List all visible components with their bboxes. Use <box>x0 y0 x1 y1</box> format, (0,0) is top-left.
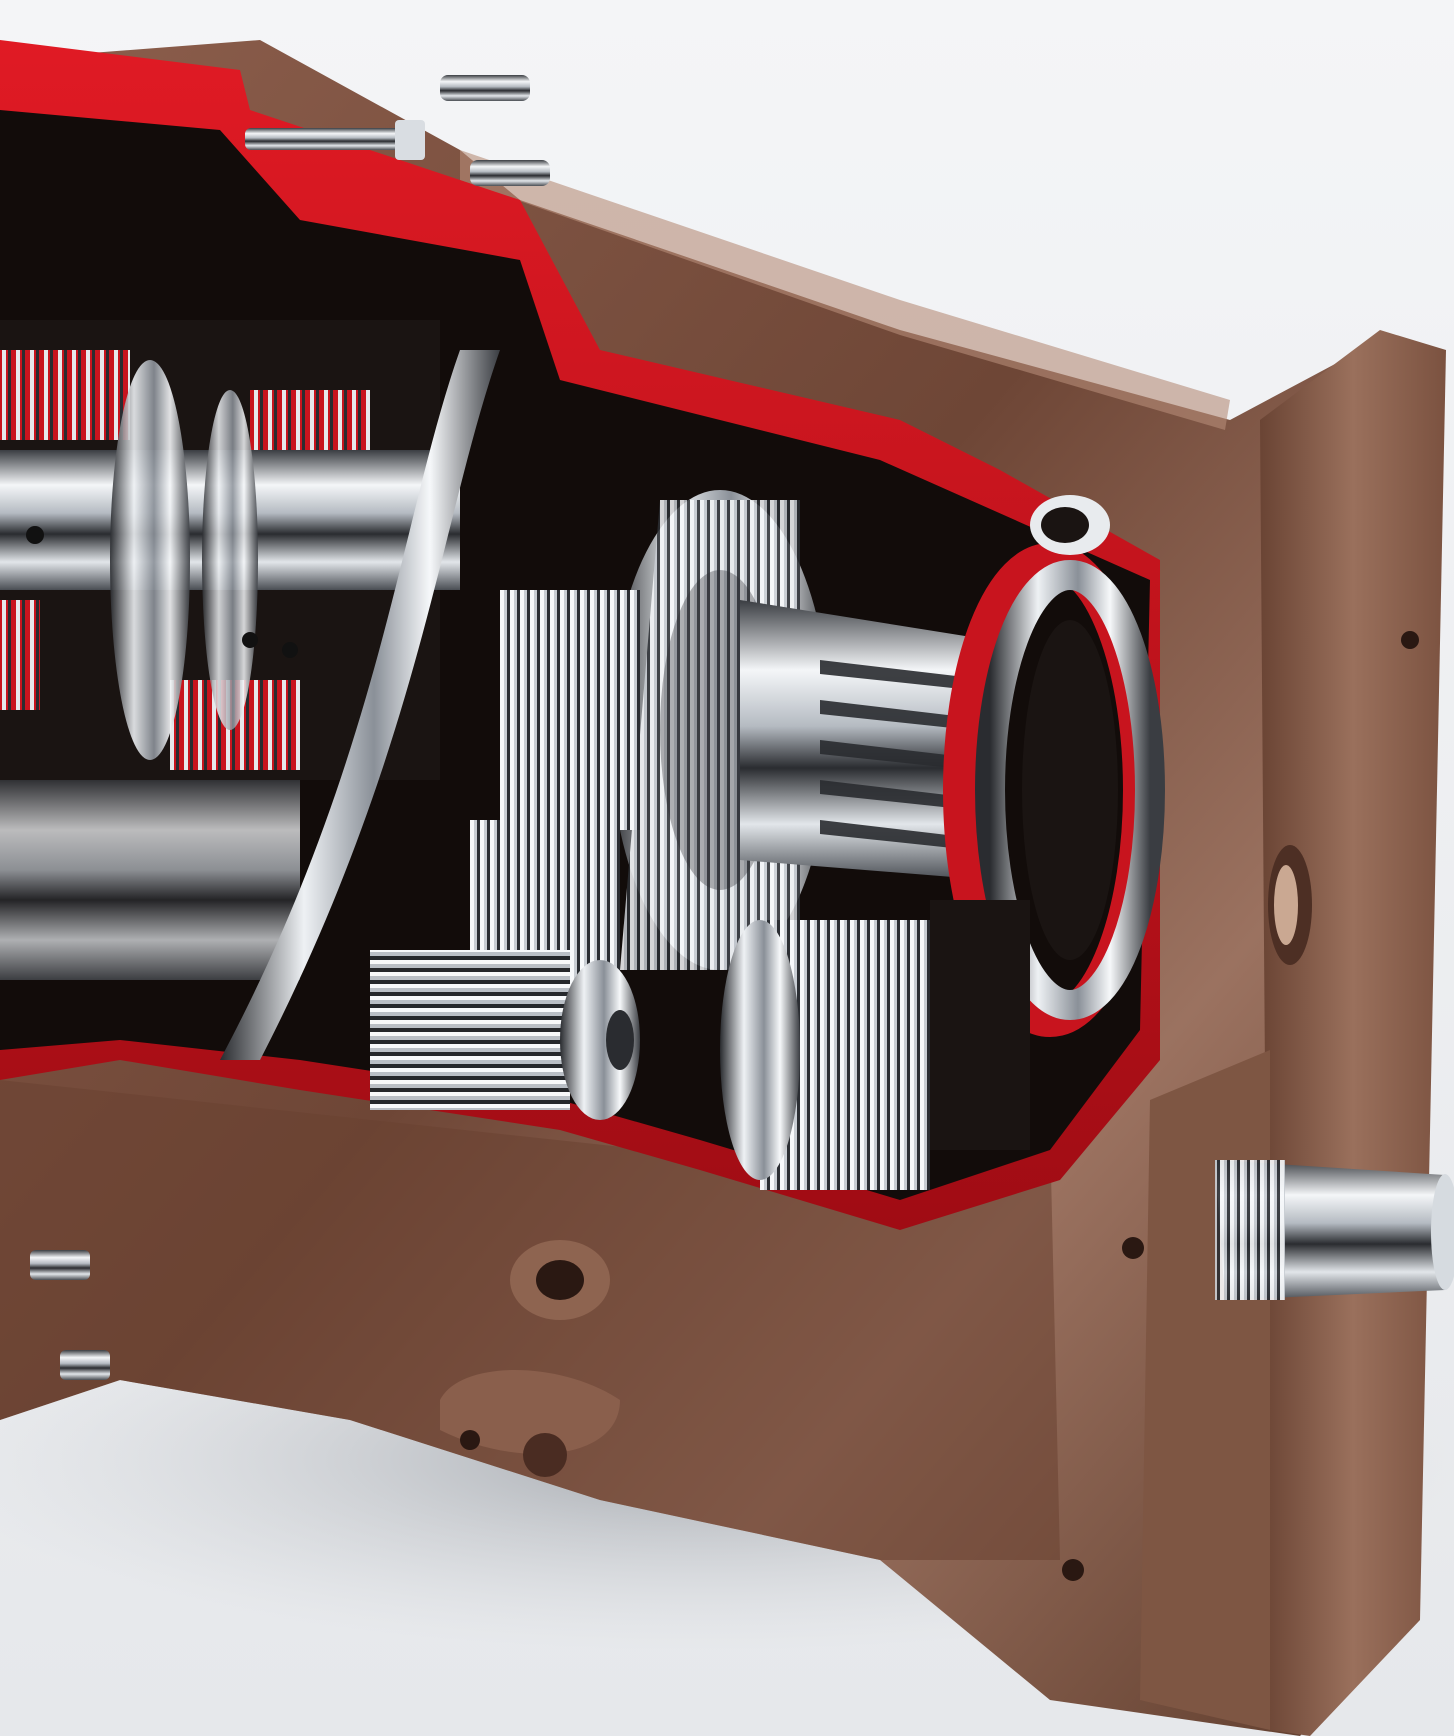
bolt-hole <box>1122 1237 1144 1259</box>
lower-housing-details <box>30 1240 620 1477</box>
lower-gear-stack <box>720 900 1030 1190</box>
pinion-gear <box>370 590 640 1120</box>
output-spline-shaft <box>1215 1160 1454 1300</box>
bolt-hole <box>1062 1559 1084 1581</box>
support-plate <box>220 350 500 1060</box>
bolt-hole <box>1401 631 1419 649</box>
clutch-pack <box>0 320 460 980</box>
top-bolts <box>245 75 550 186</box>
bearing <box>1030 495 1110 555</box>
ring-gear <box>943 543 1165 1037</box>
